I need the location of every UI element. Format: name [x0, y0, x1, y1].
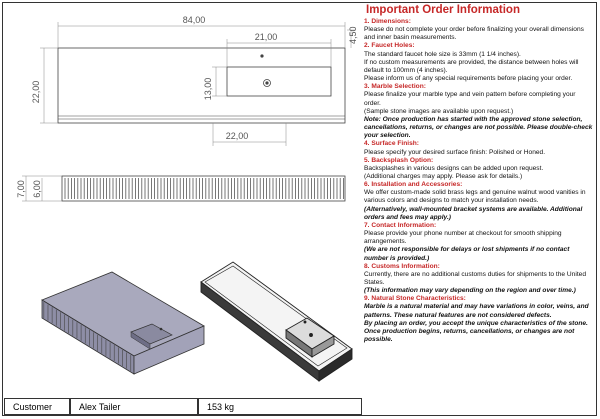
section-text: Backsplashes in various designs can be a…: [364, 164, 544, 172]
section-text: (Alternatively, wall-mounted bracket sys…: [364, 205, 583, 221]
customer-name: Alex Tailer: [70, 398, 198, 415]
section-heading: 1. Dimensions:: [364, 18, 411, 25]
dim-front-height: 7,00: [16, 180, 26, 198]
section-heading: 9. Natural Stone Characteristics:: [364, 295, 466, 303]
section-heading: 2. Faucet Holes:: [364, 42, 415, 50]
section-text: Please inform us of any special requirem…: [364, 75, 573, 83]
section-text: We offer custom-made solid brass legs an…: [364, 189, 586, 205]
section-heading: 6. Installation and Accessories:: [364, 181, 463, 189]
section-text: If no custom measurements are provided, …: [364, 58, 579, 74]
section-text: (Additional charges may apply. Please as…: [364, 172, 523, 180]
top-view-outline: [57, 47, 346, 124]
section-heading: 8. Customs Information:: [364, 262, 440, 270]
section-text: Currently, there are no additional custo…: [364, 270, 586, 286]
section-text: (We are not responsible for delays or lo…: [364, 246, 570, 262]
section-text: Note: Once production has started with t…: [364, 115, 593, 140]
section-text: Please do not complete your order before…: [364, 26, 584, 42]
iso-view-right: [200, 261, 353, 382]
dim-bottom-width: 22,00: [226, 131, 249, 141]
iso-view-left: [41, 271, 205, 375]
customer-label: Customer: [4, 398, 70, 415]
order-info-panel: Important Order Information 1. Dimension…: [364, 4, 594, 414]
section-heading: 7. Contact Information:: [364, 221, 437, 229]
dim-overall-depth: 22,00: [31, 81, 41, 104]
front-view: [61, 175, 346, 202]
section-text: Marble is a natural material and may hav…: [364, 303, 589, 319]
section-heading: 5. Backsplash Option:: [364, 156, 434, 164]
drain-circle: [263, 79, 271, 87]
section-text: Please provide your phone number at chec…: [364, 230, 562, 246]
section-text: (This information may vary depending on …: [364, 287, 576, 295]
drawing-svg: 84,00 21,00 4,50 22,00 13,00 22,00 7,00 …: [16, 15, 358, 382]
basin-outline: [226, 66, 332, 97]
section-text: (Sample stone images are available upon …: [364, 107, 514, 115]
dim-basin-width: 21,00: [255, 32, 278, 42]
section-heading: 3. Marble Selection:: [364, 83, 426, 91]
section-text: Please specify your desired surface fini…: [364, 148, 546, 156]
info-title: Important Order Information: [366, 4, 520, 16]
dim-front-inner: 6,00: [32, 180, 42, 198]
info-sections: 1. Dimensions:Please do not complete you…: [364, 18, 594, 344]
faucet-hole: [260, 54, 264, 58]
section-text: The standard faucet hole size is 33mm (1…: [364, 50, 521, 58]
dim-depth-side: 4,50: [348, 26, 358, 44]
title-block: Customer Alex Tailer 153 kg: [4, 398, 362, 415]
section-heading: 4. Surface Finish:: [364, 140, 419, 148]
dim-basin-depth: 13,00: [203, 78, 213, 101]
sheet-frame: [2, 2, 597, 416]
technical-drawing: 84,00 21,00 4,50 22,00 13,00 22,00 7,00 …: [4, 4, 362, 396]
top-view: [57, 47, 346, 124]
weight-value: 153 kg: [198, 398, 362, 415]
section-text: Please finalize your marble type and vei…: [364, 91, 576, 107]
dim-overall-width: 84,00: [183, 15, 206, 25]
section-text: By placing an order, you accept the uniq…: [364, 319, 588, 344]
